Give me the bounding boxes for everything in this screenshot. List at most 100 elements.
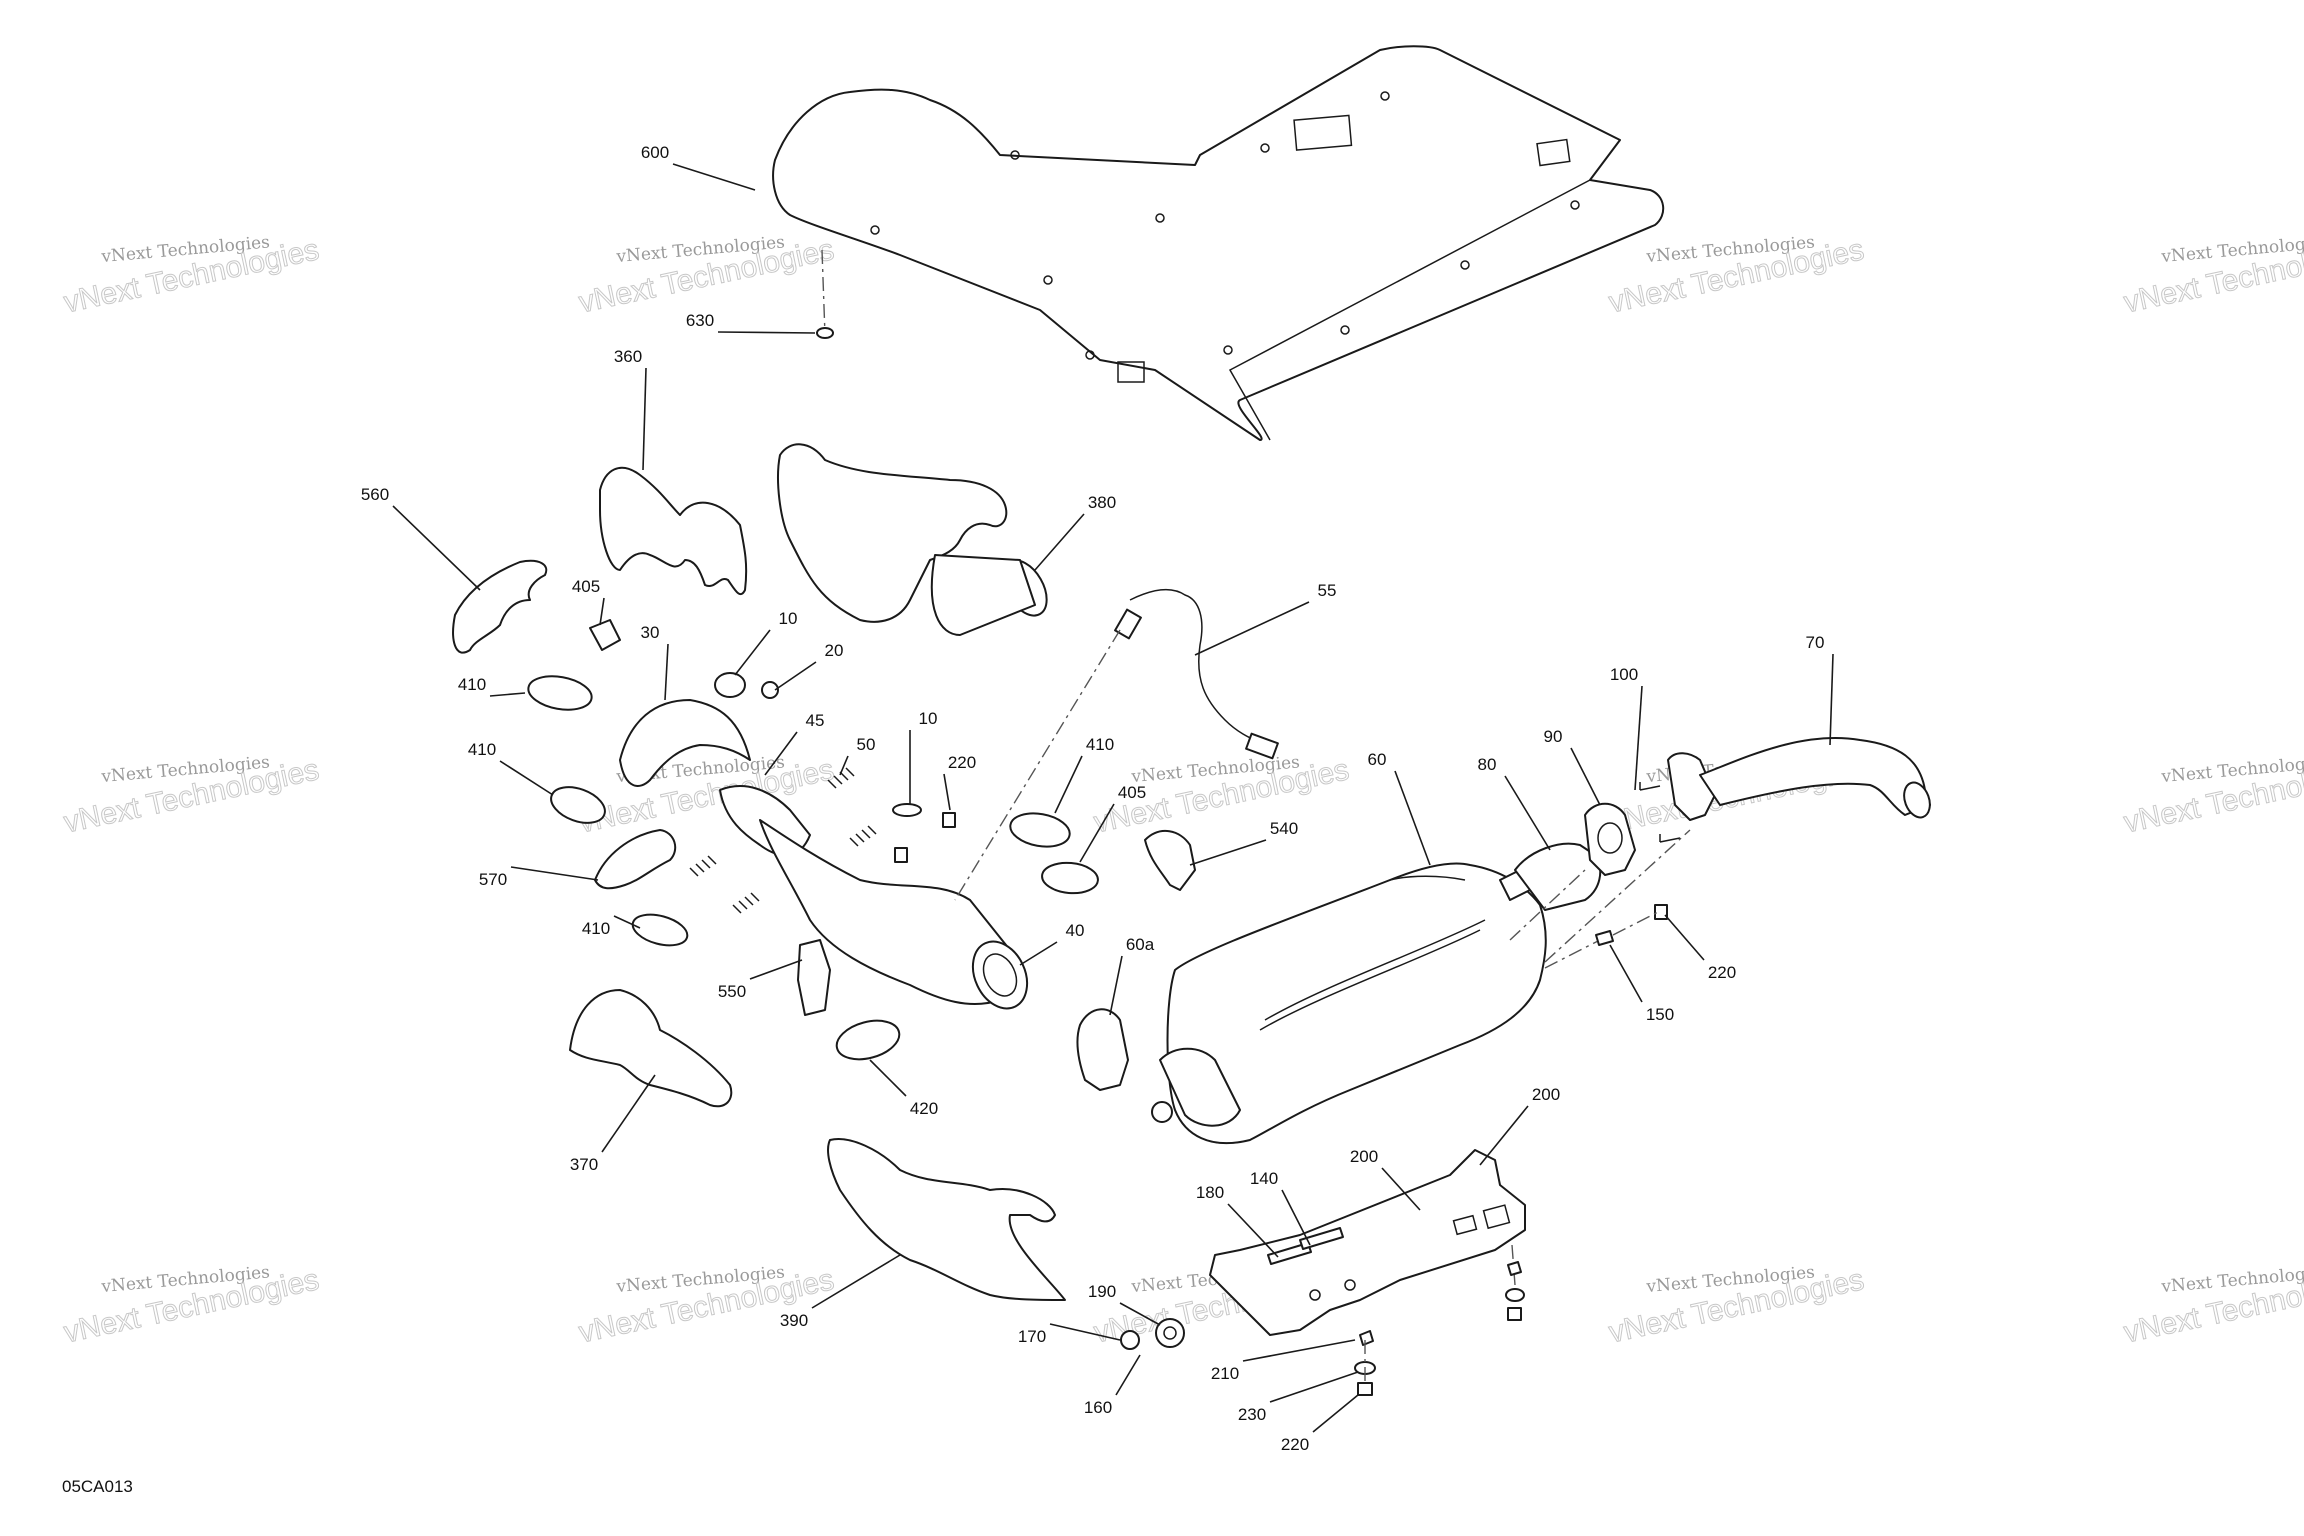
callout-60a: 60a	[1126, 935, 1155, 954]
callout-50: 50	[857, 735, 876, 754]
heat-shield-390	[827, 1138, 1066, 1301]
clamp-405b	[1041, 861, 1099, 895]
leader-line-60a	[1109, 955, 1123, 1016]
heat-shield-360	[599, 466, 748, 596]
callout-405: 405	[572, 577, 600, 596]
leader-line-220	[1664, 914, 1705, 961]
leader-line-410	[1054, 755, 1083, 814]
callout-200: 200	[1350, 1147, 1378, 1166]
leader-line-20	[774, 661, 817, 691]
leader-line-40	[1019, 941, 1058, 966]
dash-150	[1544, 939, 1601, 969]
diagram-code: 05CA013	[62, 1477, 133, 1496]
callout-200: 200	[1532, 1085, 1560, 1104]
callout-560: 560	[361, 485, 389, 504]
dash-muffler-stud	[1544, 829, 1691, 963]
callout-100: 100	[1610, 665, 1638, 684]
leader-line-140	[1281, 1189, 1311, 1246]
grommet-190	[1155, 1318, 1185, 1348]
callout-10: 10	[779, 609, 798, 628]
callout-30: 30	[641, 623, 660, 642]
leader-line-30	[664, 643, 669, 701]
heat-shield-370	[569, 989, 733, 1108]
leader-line-70	[1829, 653, 1834, 746]
mounting-bracket-200	[1209, 1149, 1526, 1336]
muffler-60	[1151, 862, 1547, 1145]
leader-line-390	[811, 1254, 901, 1309]
washer-170	[1120, 1330, 1140, 1350]
callout-550: 550	[718, 982, 746, 1001]
leader-line-10	[734, 629, 771, 676]
callout-220: 220	[948, 753, 976, 772]
leader-line-560	[392, 505, 481, 591]
callout-220: 220	[1708, 963, 1736, 982]
gasket-10a	[714, 672, 746, 698]
nut-220b	[1654, 904, 1668, 920]
clamp-410d	[631, 913, 689, 947]
leader-line-200	[1381, 1167, 1421, 1211]
leader-line-370	[601, 1074, 656, 1153]
leader-lines	[392, 163, 1834, 1433]
bolt-210	[1359, 1330, 1374, 1346]
leader-line-550	[749, 959, 803, 980]
leader-line-405	[1079, 803, 1115, 863]
leader-line-160	[1115, 1354, 1141, 1396]
nut-220a	[942, 812, 956, 828]
callout-220: 220	[1281, 1435, 1309, 1454]
leader-line-600	[672, 163, 756, 191]
leader-line-380	[1034, 513, 1085, 571]
callout-150: 150	[1646, 1005, 1674, 1024]
leader-line-220	[943, 773, 951, 811]
spring-50a	[827, 767, 855, 789]
callout-410: 410	[582, 919, 610, 938]
spring-50c	[689, 855, 717, 877]
clamp-420	[835, 1019, 901, 1061]
leader-line-410	[499, 760, 554, 796]
callout-540: 540	[1270, 819, 1298, 838]
leader-line-190	[1119, 1302, 1161, 1326]
leader-line-405	[599, 597, 605, 626]
callout-405: 405	[1118, 783, 1146, 802]
leader-line-180	[1227, 1203, 1279, 1258]
leader-line-220	[1312, 1394, 1359, 1433]
leader-line-540	[1189, 839, 1267, 866]
heat-shield-380	[777, 443, 1048, 636]
callout-230: 230	[1238, 1405, 1266, 1424]
clamp-410c	[1009, 812, 1071, 848]
dash-150-220	[1612, 911, 1659, 936]
callout-360: 360	[614, 347, 642, 366]
callout-180: 180	[1196, 1183, 1224, 1202]
leader-line-55	[1194, 601, 1310, 656]
leader-line-410	[613, 915, 641, 929]
dash-80-90	[1509, 869, 1586, 941]
leader-line-570	[510, 866, 599, 881]
callout-410: 410	[458, 675, 486, 694]
clamp-410a	[527, 675, 593, 711]
rivet-630	[816, 327, 834, 339]
clamp-405a	[589, 619, 621, 651]
leader-line-100	[1634, 685, 1643, 791]
callout-40: 40	[1066, 921, 1085, 940]
callout-55: 55	[1318, 581, 1337, 600]
heat-shield-540	[1144, 830, 1196, 891]
leader-line-50	[839, 755, 849, 776]
callout-410: 410	[468, 740, 496, 759]
callout-410: 410	[1086, 735, 1114, 754]
callout-20: 20	[825, 641, 844, 660]
callout-80: 80	[1478, 755, 1497, 774]
dash-55-40	[954, 629, 1121, 901]
heat-shield-plate-600	[772, 45, 1665, 441]
bolt-180	[1267, 1242, 1312, 1265]
leader-line-150	[1609, 944, 1643, 1003]
ring-10b	[892, 803, 922, 817]
leader-line-45	[764, 731, 798, 776]
clamp-410b	[550, 786, 606, 824]
nut-220d	[894, 847, 908, 863]
nut-20	[761, 681, 779, 699]
bracket-60a	[1076, 1008, 1129, 1091]
exhaust-pipe-40	[759, 819, 1029, 1010]
callout-210: 210	[1211, 1364, 1239, 1383]
callout-390: 390	[780, 1311, 808, 1330]
stud-100a	[1639, 782, 1661, 791]
